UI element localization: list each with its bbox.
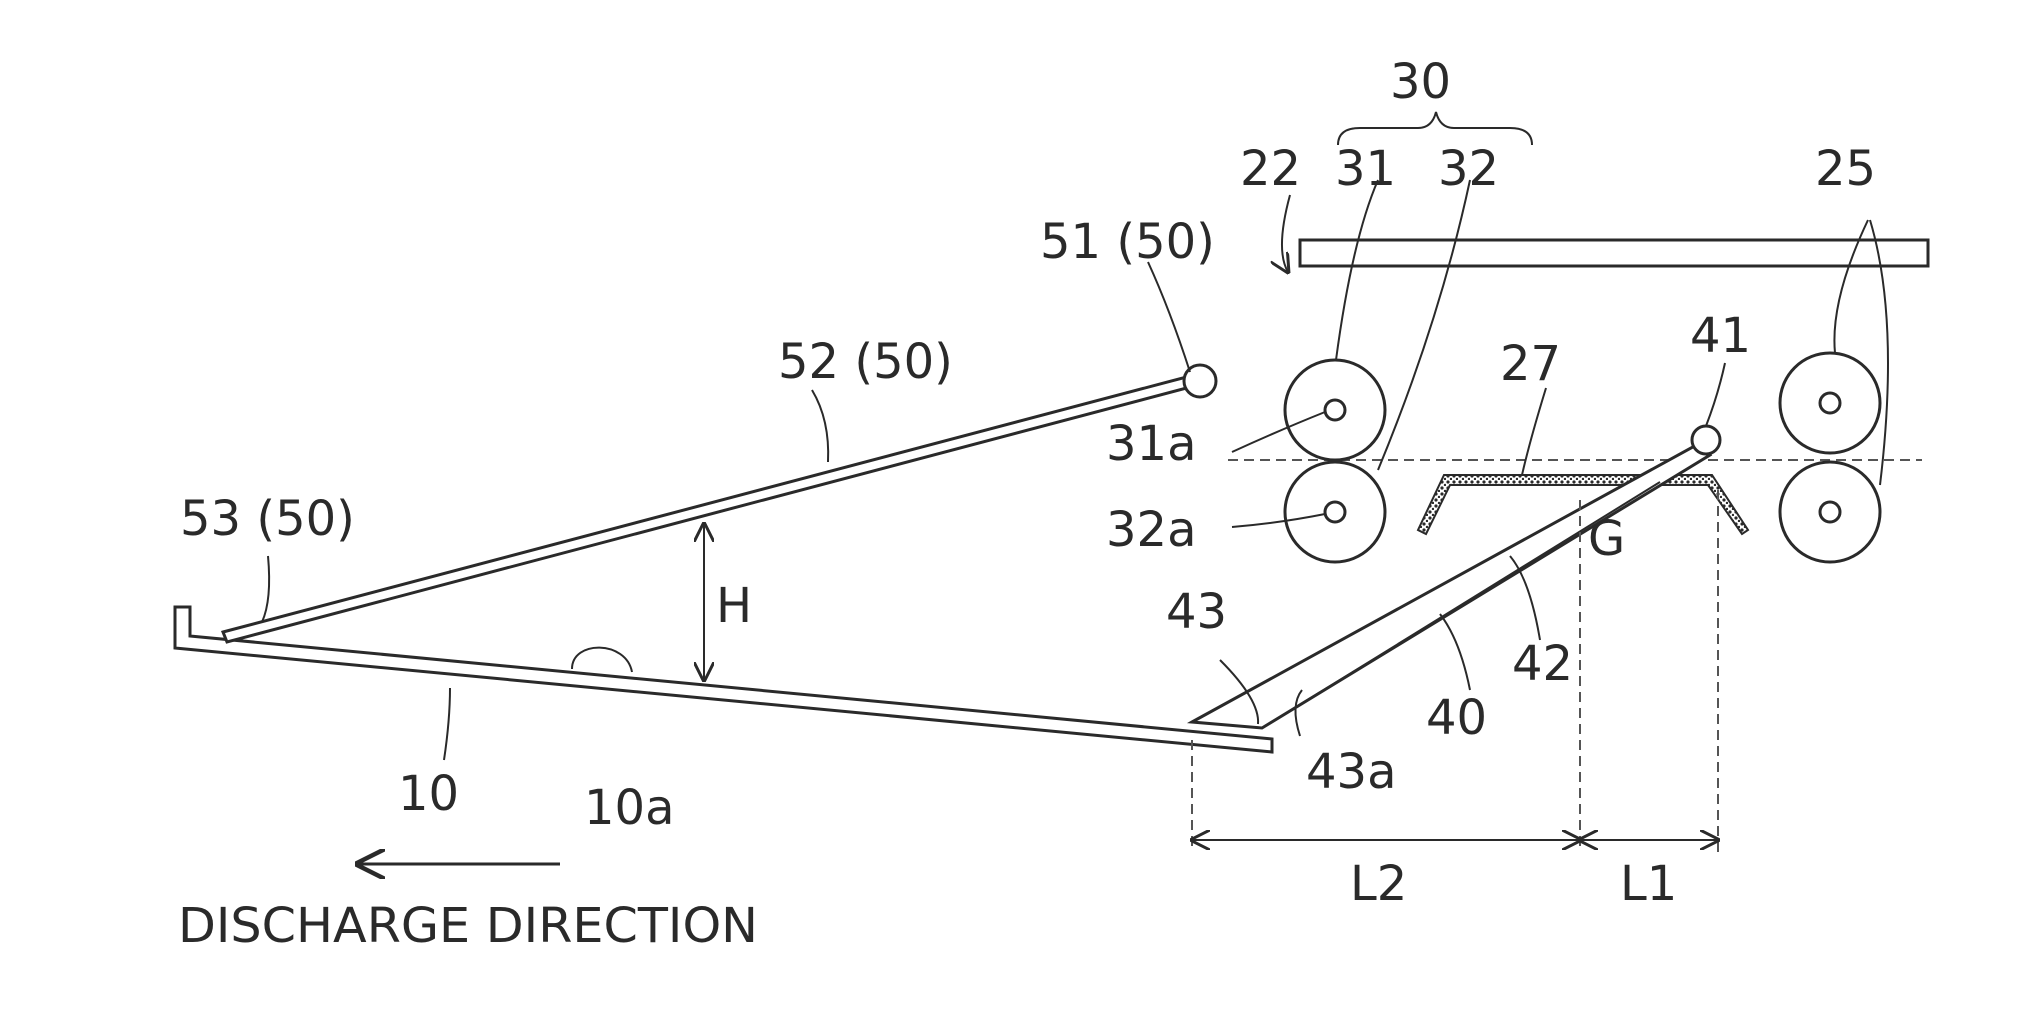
- roller-25-lower-axis: [1820, 502, 1840, 522]
- label-31: 31: [1335, 141, 1396, 197]
- leader-40: [1440, 614, 1470, 690]
- label-41: 41: [1690, 308, 1751, 364]
- label-27: 27: [1500, 336, 1561, 392]
- label-32: 32: [1438, 141, 1499, 197]
- leader-53: [262, 556, 269, 622]
- label-53: 53 (50): [180, 491, 355, 547]
- label-51: 51 (50): [1040, 214, 1215, 270]
- leader-51: [1148, 262, 1190, 372]
- label-25: 25: [1815, 141, 1876, 197]
- leader-31: [1336, 180, 1378, 360]
- pivot-41: [1692, 426, 1720, 454]
- roller-32-axis: [1325, 502, 1345, 522]
- leader-27: [1522, 388, 1546, 475]
- leader-52: [812, 390, 828, 462]
- label-31a: 31a: [1106, 416, 1197, 472]
- label-l2: L2: [1350, 856, 1407, 912]
- tray-surface-10a: [572, 648, 632, 672]
- label-43a: 43a: [1306, 744, 1397, 800]
- label-52: 52 (50): [778, 334, 953, 390]
- label-22: 22: [1240, 141, 1301, 197]
- roller-31-axis: [1325, 400, 1345, 420]
- leader-32: [1378, 180, 1470, 470]
- leader-10: [444, 688, 450, 760]
- label-10: 10: [398, 766, 459, 822]
- leader-22: [1282, 195, 1290, 272]
- label-h: H: [716, 578, 752, 634]
- label-g: G: [1588, 511, 1625, 567]
- label-30: 30: [1390, 54, 1451, 110]
- label-42: 42: [1512, 636, 1573, 692]
- label-l1: L1: [1620, 856, 1677, 912]
- label-43: 43: [1166, 584, 1227, 640]
- discharge-direction-caption: DISCHARGE DIRECTION: [178, 898, 758, 954]
- upper-guide-plate: [1300, 240, 1928, 266]
- label-10a: 10a: [584, 780, 675, 836]
- label-32a: 32a: [1106, 502, 1197, 558]
- label-40: 40: [1426, 690, 1487, 746]
- leader-41: [1706, 363, 1725, 426]
- roller-25-upper-axis: [1820, 393, 1840, 413]
- lever-arm-52: [223, 375, 1198, 642]
